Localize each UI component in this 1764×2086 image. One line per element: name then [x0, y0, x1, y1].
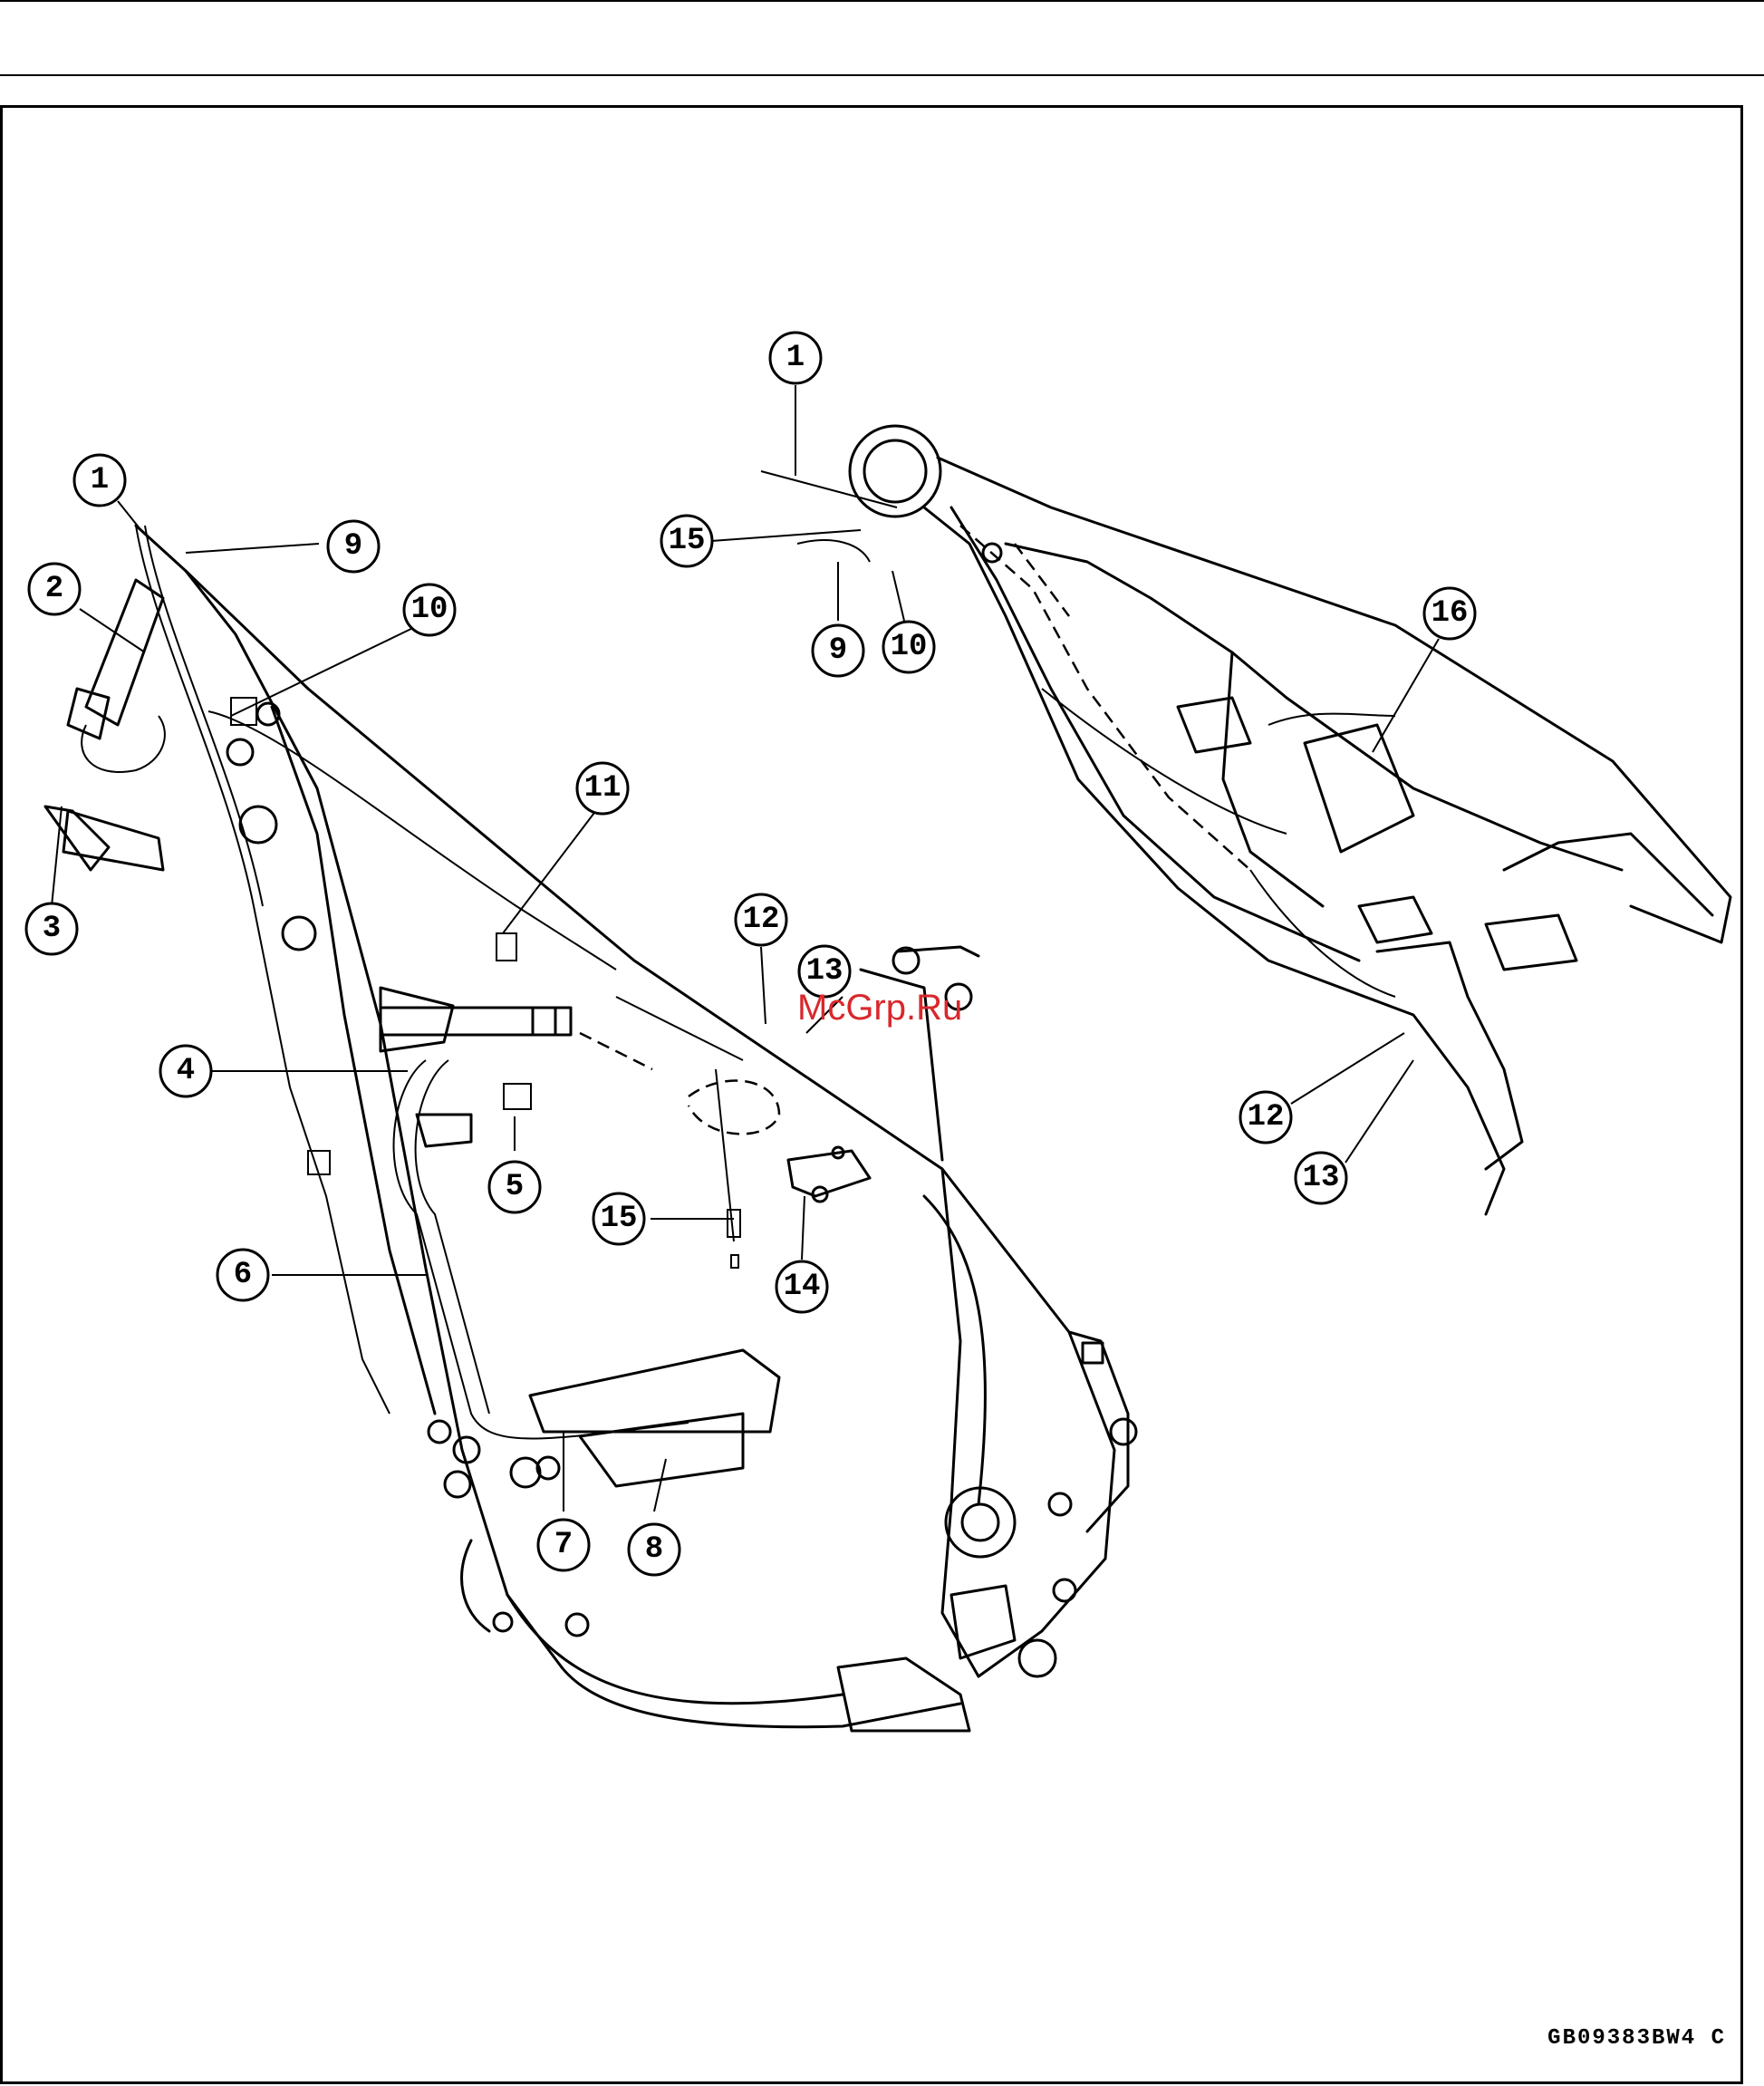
- callout-left-4: 4: [160, 1046, 211, 1096]
- svg-text:6: 6: [234, 1258, 252, 1292]
- leader-lines: [52, 385, 1439, 1511]
- svg-text:1: 1: [91, 463, 109, 497]
- callout-right-10: 10: [883, 622, 934, 672]
- svg-text:10: 10: [891, 630, 928, 664]
- callout-left-7: 7: [538, 1520, 589, 1570]
- right-frame-drawing: [761, 426, 1730, 1214]
- callout-left-12: 12: [736, 894, 786, 945]
- callout-right-16: 16: [1424, 588, 1475, 639]
- svg-text:12: 12: [743, 903, 780, 937]
- svg-text:4: 4: [177, 1054, 195, 1088]
- svg-text:1: 1: [786, 341, 805, 375]
- callout-left-14: 14: [776, 1261, 827, 1312]
- svg-text:13: 13: [806, 954, 843, 989]
- svg-text:12: 12: [1248, 1100, 1285, 1135]
- svg-text:7: 7: [554, 1528, 573, 1562]
- callout-left-1: 1: [74, 455, 125, 506]
- callout-left-9: 9: [328, 521, 379, 572]
- callout-left-2: 2: [29, 564, 80, 614]
- callout-left-11: 11: [577, 763, 628, 814]
- callouts: 1 9 2 10 3 11 12 13 4 5 15 14 6 7 8 1 15…: [26, 333, 1475, 1575]
- callout-right-9: 9: [813, 625, 863, 676]
- svg-text:9: 9: [829, 633, 847, 668]
- svg-text:15: 15: [601, 1202, 638, 1236]
- left-frame-drawing: [45, 526, 1136, 1731]
- svg-text:9: 9: [344, 529, 362, 564]
- callout-left-8: 8: [629, 1524, 680, 1575]
- svg-text:14: 14: [784, 1270, 821, 1304]
- callout-left-6: 6: [217, 1250, 268, 1300]
- figure-code: GB09383BW4 C: [1547, 2026, 1726, 2051]
- svg-text:13: 13: [1303, 1161, 1340, 1195]
- callout-left-3: 3: [26, 903, 77, 954]
- svg-text:8: 8: [645, 1532, 663, 1567]
- svg-text:10: 10: [411, 593, 448, 627]
- svg-text:2: 2: [45, 572, 63, 606]
- svg-text:3: 3: [43, 912, 61, 946]
- svg-text:11: 11: [584, 771, 622, 806]
- watermark-text: McGrp.Ru: [797, 988, 962, 1028]
- callout-left-5: 5: [489, 1162, 540, 1212]
- callout-left-10: 10: [404, 584, 455, 635]
- callout-left-15: 15: [593, 1193, 644, 1244]
- svg-text:5: 5: [506, 1170, 524, 1204]
- callout-right-12: 12: [1240, 1092, 1291, 1143]
- svg-text:16: 16: [1431, 596, 1469, 631]
- callout-right-15: 15: [661, 516, 712, 566]
- svg-text:15: 15: [669, 524, 706, 558]
- callout-right-13: 13: [1296, 1153, 1346, 1203]
- callout-right-1: 1: [770, 333, 821, 383]
